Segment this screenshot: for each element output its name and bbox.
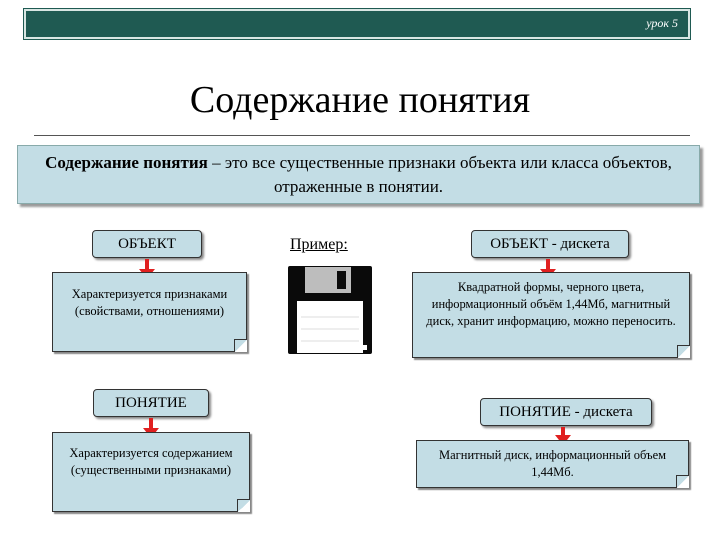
example-object-note: Квадратной формы, черного цвета, информа… [412, 272, 690, 358]
header-bar: урок 5 [23, 8, 691, 40]
concept-note: Характеризуется содержанием (существенны… [52, 432, 250, 512]
concept-note-text: Характеризуется содержанием (существенны… [69, 446, 233, 477]
example-concept-note: Магнитный диск, информационный объем 1,4… [416, 440, 689, 488]
page-curl [676, 475, 689, 488]
page-curl [237, 499, 250, 512]
definition-box: Содержание понятия – это все существенны… [17, 145, 700, 204]
page-curl [677, 345, 690, 358]
page-title: Содержание понятия [189, 79, 531, 121]
floppy-disk-icon [288, 266, 372, 354]
title-divider [34, 135, 690, 136]
definition-text: – это все существенные признаки объекта … [207, 153, 672, 196]
object-note: Характеризуется признаками (свойствами, … [52, 272, 247, 352]
page-curl [234, 339, 247, 352]
example-label: Пример: [290, 236, 348, 253]
example-concept-note-text: Магнитный диск, информационный объем 1,4… [438, 448, 667, 479]
object-note-text: Характеризуется признаками (свойствами, … [71, 287, 228, 318]
example-object-label: ОБЪЕКТ - дискета [471, 230, 629, 258]
example-concept-label: ПОНЯТИЕ - дискета [480, 398, 652, 426]
object-label: ОБЪЕКТ [92, 230, 202, 258]
definition-term: Содержание понятия [45, 153, 208, 172]
example-object-note-text: Квадратной формы, черного цвета, информа… [426, 280, 676, 328]
concept-label: ПОНЯТИЕ [93, 389, 209, 417]
lesson-number: урок 5 [646, 16, 678, 30]
